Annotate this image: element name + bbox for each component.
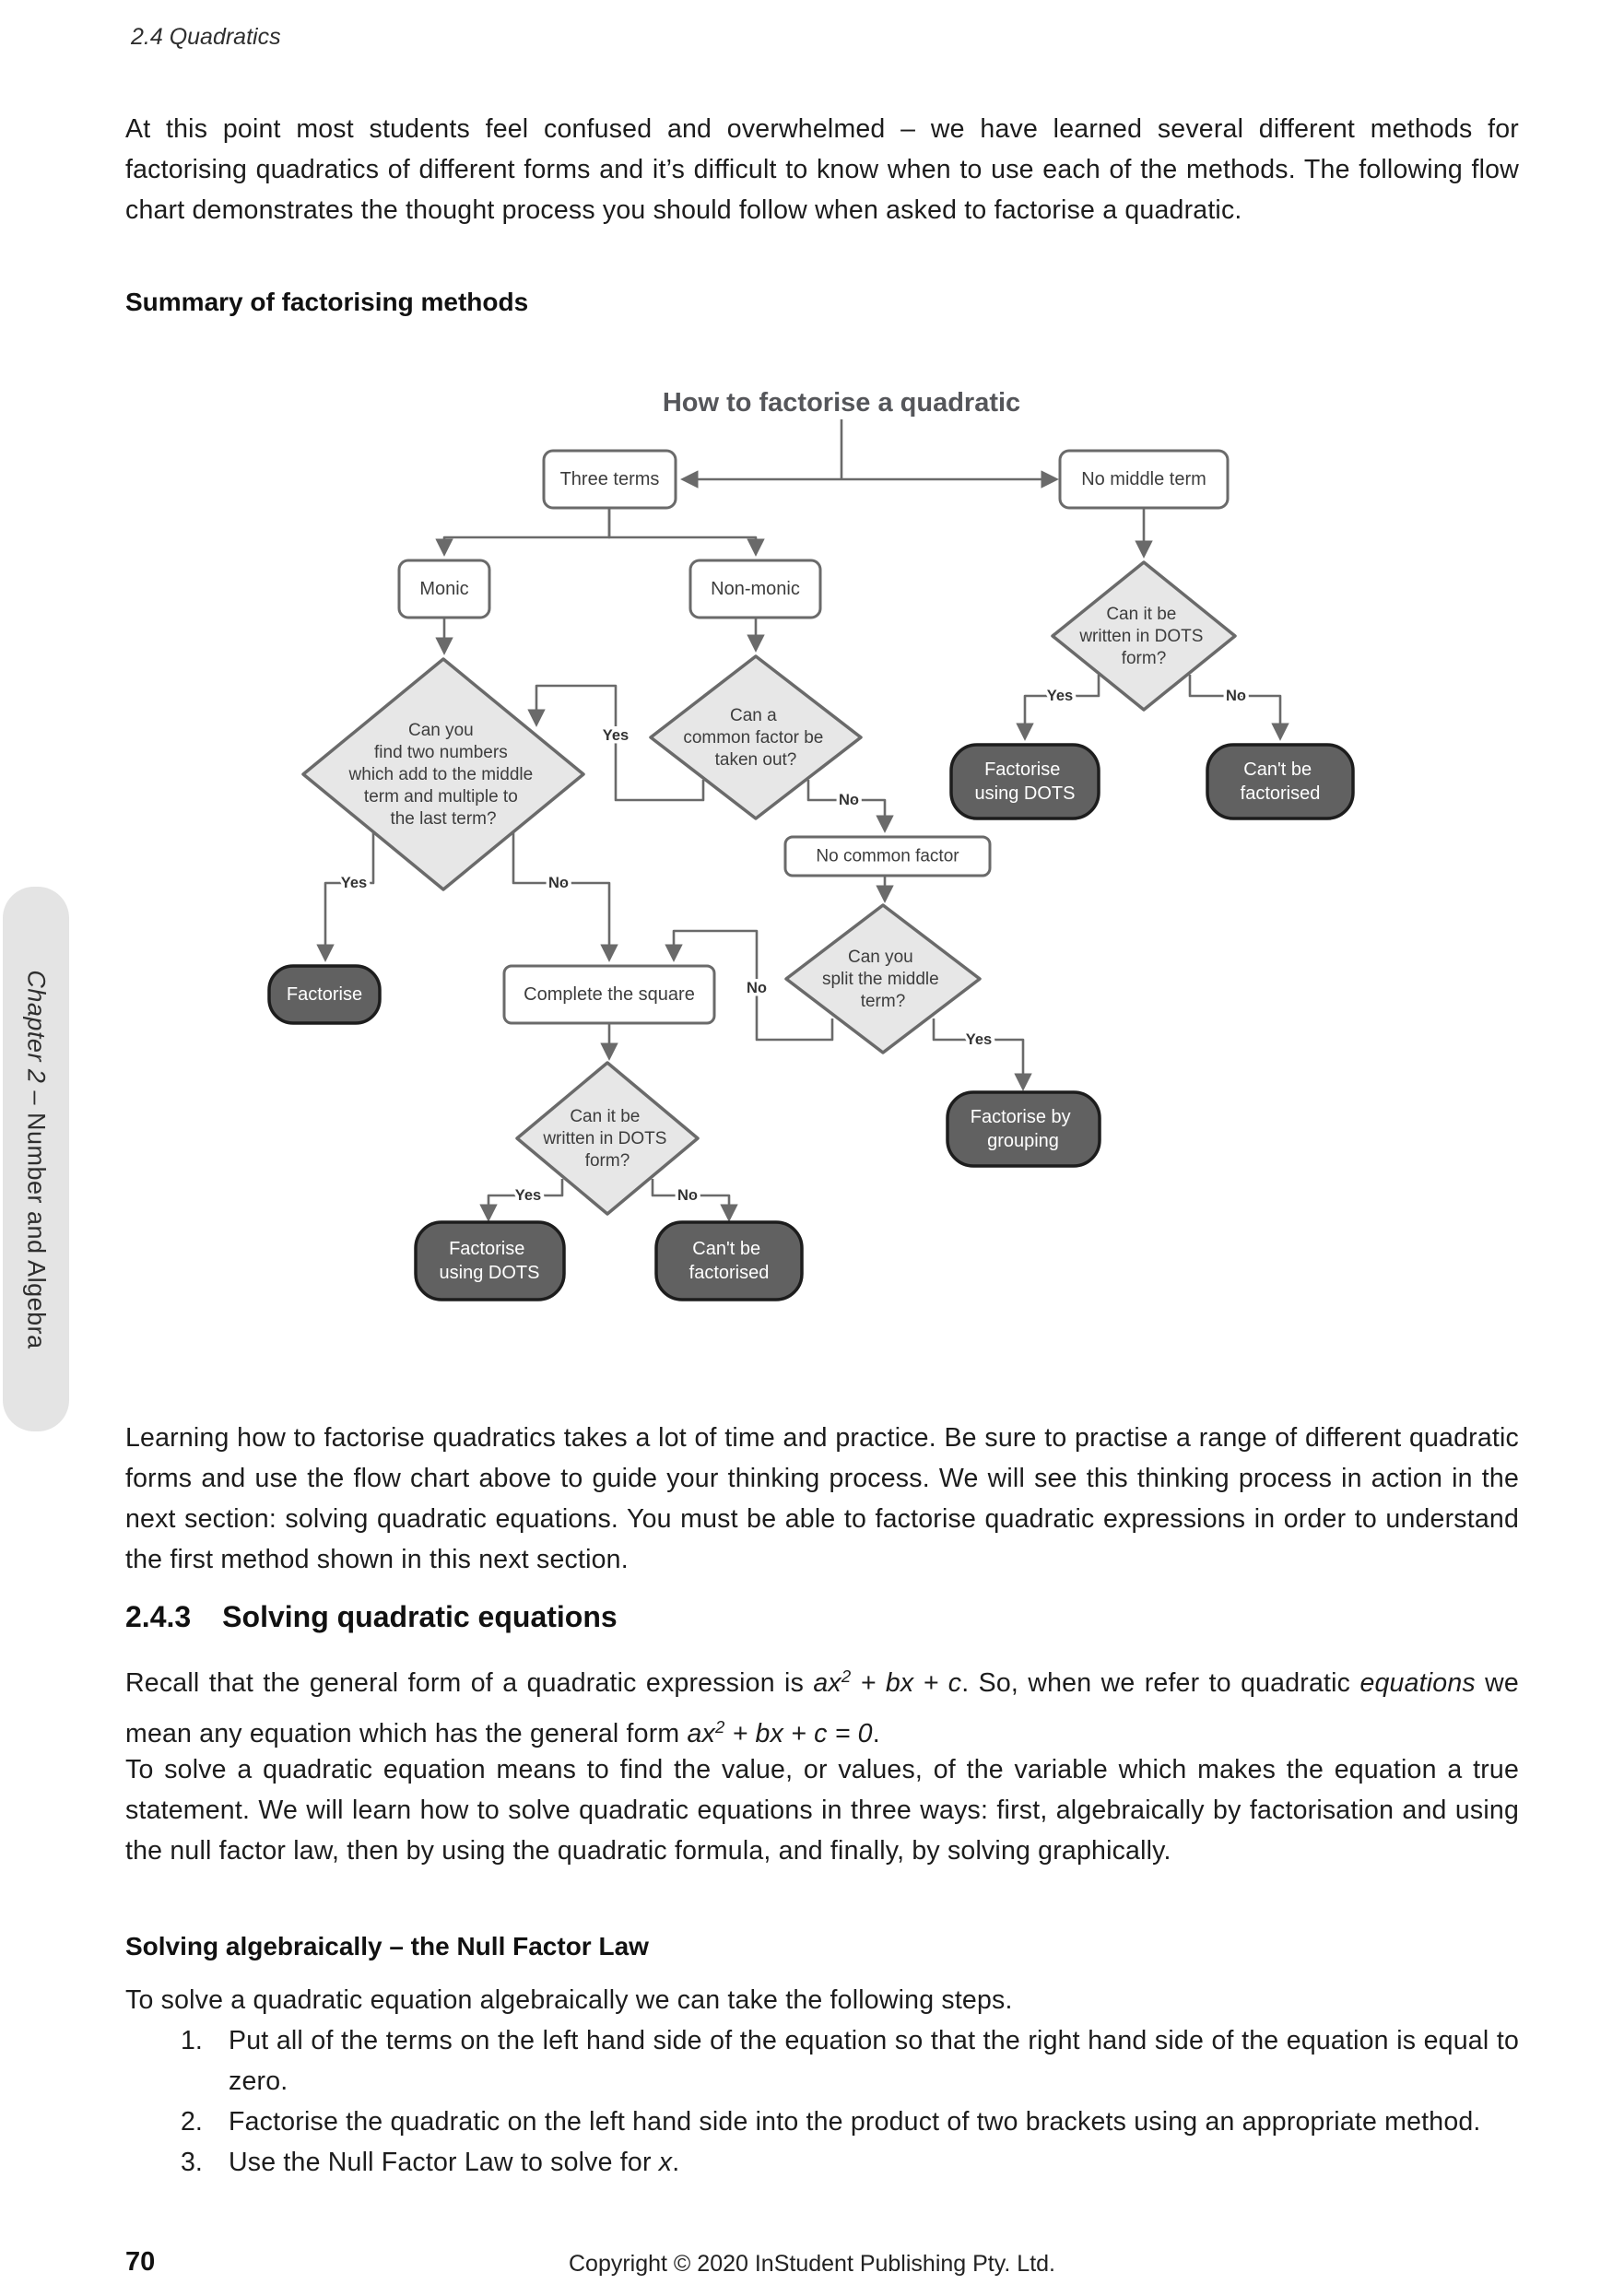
node-split-middle: Can you split the middle term? [784, 903, 982, 1054]
node-common-factor: Can a common factor be taken out? [649, 654, 863, 820]
node-find-two-numbers: Can you find two numbers which add to th… [301, 657, 585, 891]
node-no-middle-term-label: No middle term [1081, 469, 1206, 489]
section-title: Solving quadratic equations [222, 1600, 618, 1633]
superscript: 2 [841, 1666, 852, 1686]
list-text: Use the Null Factor Law to solve for x. [229, 2148, 680, 2177]
node-factorise-using-dots-right: Factorise using DOTS [949, 743, 1100, 820]
node-non-monic: Non-monic [688, 559, 822, 619]
edge-dotsbottom-no [651, 1179, 738, 1222]
node-no-common-factor-label: No common factor [816, 847, 959, 866]
node-factorise-using-dots-right-label: Factorise using DOTS [975, 759, 1076, 804]
list-number: 2. [181, 2107, 203, 2137]
running-header: 2.4 Quadratics [131, 24, 281, 50]
flowchart-edge-labels: Yes No Yes No No Yes Yes No Yes No [337, 685, 1249, 1207]
chapter-side-tab-label: Chapter 2 – Number and Algebra [22, 970, 51, 1348]
null-factor-heading: Solving algebraically – the Null Factor … [125, 1932, 649, 1960]
section-number: 2.4.3 [125, 1600, 192, 1633]
node-common-factor-label: Can a common factor be taken out? [683, 706, 828, 770]
node-split-middle-label: Can you split the middle term? [822, 948, 944, 1011]
recall-text: . So, when we refer to quadratic [961, 1668, 1360, 1698]
node-factorise-using-dots-bottom: Factorise using DOTS [414, 1220, 566, 1301]
edge-findtwo-yes [316, 832, 375, 962]
solve-paragraph: To solve a quadratic equation means to f… [125, 1755, 1519, 1866]
node-dots-right: Can it be written in DOTS form? [1051, 560, 1237, 712]
list-text: Factorise the quadratic on the left hand… [229, 2107, 1481, 2137]
node-three-terms: Three terms [542, 449, 677, 510]
node-find-two-numbers-label: Can you find two numbers which add to th… [348, 721, 538, 829]
steps-intro: To solve a quadratic equation algebraica… [125, 1985, 1013, 2015]
edge-label-no: No [747, 980, 767, 996]
node-factorise: Factorise [267, 964, 382, 1025]
edge-label-no: No [677, 1187, 698, 1204]
flowchart-connectors [316, 419, 1289, 1222]
list-number: 1. [181, 2026, 203, 2055]
node-cant-be-factorised-right-label: Can't be factorised [1241, 759, 1321, 804]
superscript: 2 [714, 1716, 725, 1737]
node-factorise-by-grouping-label: Factorise by grouping [971, 1107, 1077, 1151]
learning-paragraph: Learning how to factorise quadratics tak… [125, 1423, 1519, 1574]
node-factorise-using-dots-bottom-label: Factorise using DOTS [440, 1239, 540, 1283]
list-item: 1. Put all of the terms on the left hand… [181, 2020, 1519, 2102]
node-three-terms-label: Three terms [560, 469, 660, 489]
edge-commonfactor-no [806, 780, 894, 833]
edge-label-yes: Yes [515, 1187, 541, 1204]
edge-dotsright-yes [1016, 675, 1100, 741]
list-text: Put all of the terms on the left hand si… [229, 2026, 1519, 2096]
edge-dotsbottom-yes [479, 1179, 564, 1222]
node-dots-bottom-label: Can it be written in DOTS form? [542, 1107, 671, 1171]
node-factorise-by-grouping: Factorise by grouping [946, 1090, 1101, 1168]
emphasis-equations: equations [1359, 1668, 1476, 1698]
edge-split-no-loop [665, 929, 834, 1042]
list-item: 3. Use the Null Factor Law to solve for … [181, 2142, 1519, 2183]
node-cant-be-factorised-bottom-label: Can't be factorised [689, 1239, 770, 1283]
edge-split-yes [932, 1018, 1032, 1091]
chapter-number: Chapter 2 – [22, 969, 51, 1113]
node-no-middle-term: No middle term [1058, 449, 1230, 510]
recall-paragraph: Recall that the general form of a quadra… [125, 1659, 1519, 1760]
chapter-name: Number and Algebra [22, 1112, 51, 1349]
list-number: 3. [181, 2148, 203, 2177]
recall-text: . [872, 1719, 880, 1748]
edge-dotsright-no [1188, 675, 1289, 741]
list-item: 2. Factorise the quadratic on the left h… [181, 2102, 1519, 2142]
recall-text: we mean any equation which has the gener… [125, 1668, 1519, 1748]
edge-commonfactor-yes [527, 684, 705, 802]
node-factorise-label: Factorise [287, 984, 362, 1005]
edge-label-no: No [548, 875, 569, 891]
node-non-monic-label: Non-monic [711, 579, 800, 599]
edge-label-yes: Yes [966, 1031, 992, 1048]
edge-label-no: No [839, 792, 859, 808]
node-dots-bottom: Can it be written in DOTS form? [515, 1061, 700, 1216]
edge-findtwo-no [512, 832, 618, 962]
edge-three-terms-monic [435, 508, 611, 557]
node-cant-be-factorised-bottom: Can't be factorised [654, 1220, 804, 1301]
edge-label-no: No [1226, 688, 1246, 704]
page-number: 70 [125, 2247, 156, 2277]
copyright-notice: Copyright © 2020 InStudent Publishing Pt… [568, 2251, 1055, 2277]
math-expression: ax2 + bx + c [813, 1666, 962, 1698]
section-heading-243: 2.4.3 Solving quadratic equations [125, 1600, 618, 1634]
edge-label-yes: Yes [603, 727, 629, 744]
chapter-side-tab: Chapter 2 – Number and Algebra [3, 887, 69, 1431]
edge-label-yes: Yes [341, 875, 367, 891]
flowchart: How to factorise a quadratic [267, 388, 1355, 1301]
node-monic-label: Monic [419, 579, 468, 599]
math-variable-x: x [658, 2148, 673, 2177]
node-dots-right-label: Can it be written in DOTS form? [1078, 605, 1207, 668]
node-complete-the-square: Complete the square [502, 964, 716, 1025]
node-cant-be-factorised-right: Can't be factorised [1206, 743, 1355, 820]
node-complete-the-square-label: Complete the square [524, 984, 695, 1005]
summary-heading: Summary of factorising methods [125, 288, 529, 316]
edge-three-terms-nonmonic [607, 508, 765, 557]
node-monic: Monic [397, 559, 491, 619]
recall-text: Recall that the general form of a quadra… [125, 1668, 814, 1698]
intro-paragraph: At this point most students feel confuse… [125, 114, 1519, 225]
node-no-common-factor: No common factor [783, 835, 992, 877]
steps-list: 1. Put all of the terms on the left hand… [181, 2020, 1519, 2183]
flowchart-title: How to factorise a quadratic [663, 388, 1020, 418]
math-expression: ax2 + bx + c = 0 [687, 1716, 873, 1748]
edge-label-yes: Yes [1047, 688, 1073, 704]
